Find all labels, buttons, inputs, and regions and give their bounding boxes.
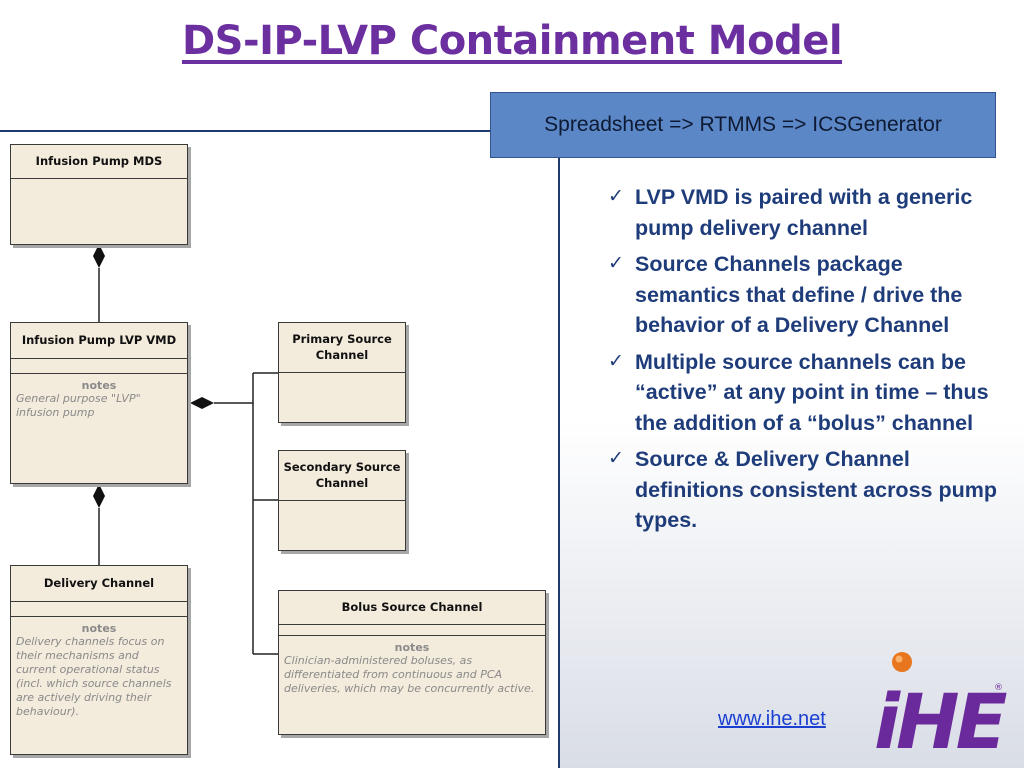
- class-name-line: Secondary Source: [283, 459, 401, 474]
- class-name: Infusion Pump MDS: [11, 145, 187, 179]
- background-gradient: [560, 420, 1024, 768]
- bullet-item: ✓ Multiple source channels can be “active…: [608, 347, 1004, 439]
- notes-label: notes: [81, 622, 117, 635]
- uml-class-infusion-pump-lvp-vmd: Infusion Pump LVP VMD notes General purp…: [10, 322, 188, 484]
- bullet-item: ✓ LVP VMD is paired with a generic pump d…: [608, 182, 1004, 243]
- bullet-text: Source Channels package semantics that d…: [635, 252, 963, 337]
- ihe-logo-icon: iHE ®: [874, 652, 1010, 760]
- checkmark-icon: ✓: [608, 350, 624, 372]
- bullet-text: Multiple source channels can be “active”…: [635, 349, 989, 435]
- page-title: DS-IP-LVP Containment Model: [181, 18, 843, 64]
- notes-line: current operational status: [16, 663, 160, 676]
- class-name-line: Channel: [315, 347, 369, 362]
- class-name: Delivery Channel: [11, 566, 187, 602]
- notes-line: differentiated from continuous and PCA: [284, 668, 503, 681]
- class-name: Primary Source Channel: [279, 323, 405, 373]
- notes-line: deliveries, which may be concurrently ac…: [284, 682, 535, 695]
- notes-label: notes: [394, 641, 430, 654]
- notes-label: notes: [81, 379, 117, 392]
- notes-line: behaviour).: [16, 705, 80, 718]
- checkmark-icon: ✓: [608, 253, 624, 274]
- bullet-item: ✓ Source & Delivery Channel definitions c…: [608, 444, 1004, 536]
- notes-line: are actively driving their: [16, 691, 152, 704]
- notes-line: Delivery channels focus on: [16, 635, 165, 648]
- pipeline-header-box: Spreadsheet => RTMMS => ICSGenerator: [490, 92, 996, 158]
- class-name: Infusion Pump LVP VMD: [11, 323, 187, 359]
- mds-composition-diamond: [93, 244, 105, 268]
- class-name-line: Channel: [315, 475, 369, 490]
- uml-class-primary-source-channel: Primary Source Channel: [278, 322, 406, 423]
- uml-class-infusion-pump-mds: Infusion Pump MDS: [10, 144, 188, 245]
- class-ops-compartment: [11, 602, 187, 617]
- checkmark-icon: ✓: [608, 186, 624, 207]
- class-name-line: Primary Source: [292, 331, 392, 346]
- notes-line: infusion pump: [16, 406, 95, 419]
- uml-class-delivery-channel: Delivery Channel notes Delivery channels…: [10, 565, 188, 755]
- diagram-connectors: [93, 244, 278, 655]
- vmd-composition-diamond: [93, 484, 105, 508]
- checkmark-icon: ✓: [608, 448, 624, 469]
- class-ops-compartment: [11, 359, 187, 374]
- pipeline-header-text: Spreadsheet => RTMMS => ICSGenerator: [544, 113, 942, 136]
- notes-line: Clinician-administered boluses, as: [284, 654, 473, 667]
- notes-line: (incl. which source channels: [16, 677, 172, 690]
- horizontal-divider: [0, 130, 492, 132]
- bullet-text: Source & Delivery Channel definitions co…: [635, 447, 997, 532]
- vertical-divider: [558, 158, 560, 768]
- ihe-website-link[interactable]: www.ihe.net: [718, 708, 826, 730]
- class-ops-compartment: [279, 625, 545, 636]
- notes-text: General purpose "LVP" infusion pump: [11, 392, 187, 420]
- notes-text: Clinician-administered boluses, as diffe…: [279, 654, 545, 696]
- notes-text: Delivery channels focus on their mechani…: [11, 635, 187, 719]
- source-composition-diamond: [190, 397, 214, 409]
- bullet-list: ✓ LVP VMD is paired with a generic pump d…: [608, 182, 1004, 542]
- bullet-text: LVP VMD is paired with a generic pump de…: [635, 185, 973, 240]
- class-name: Secondary Source Channel: [279, 451, 405, 501]
- svg-text:®: ®: [994, 683, 1003, 693]
- logo-text: iHE: [874, 677, 1007, 760]
- bullet-item: ✓ Source Channels package semantics that …: [608, 249, 1004, 341]
- uml-class-secondary-source-channel: Secondary Source Channel: [278, 450, 406, 551]
- notes-line: General purpose "LVP": [16, 392, 141, 405]
- notes-line: their mechanisms and: [16, 649, 139, 662]
- class-name: Bolus Source Channel: [279, 591, 545, 625]
- uml-class-bolus-source-channel: Bolus Source Channel notes Clinician-adm…: [278, 590, 546, 735]
